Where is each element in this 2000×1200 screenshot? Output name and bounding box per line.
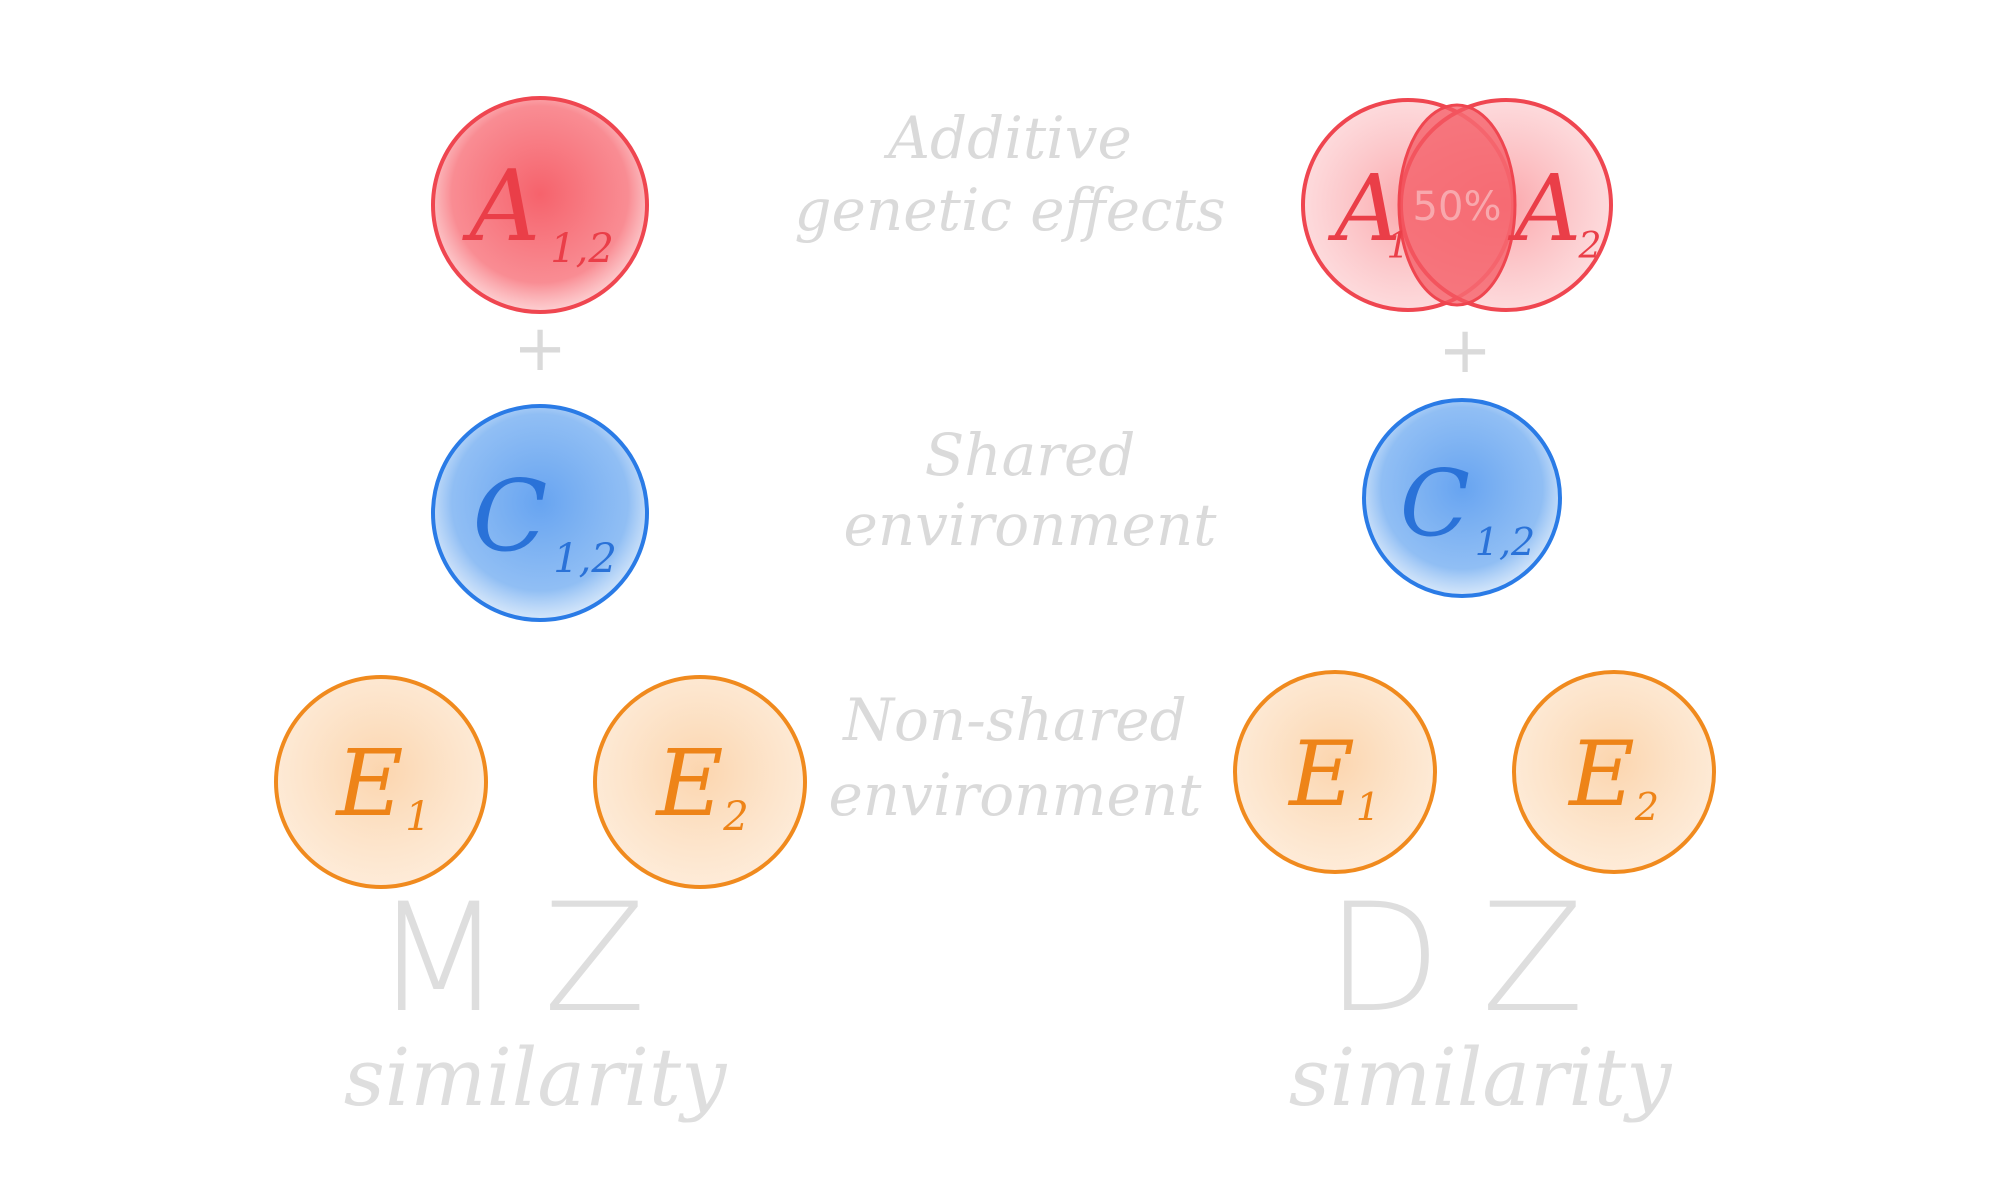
dz-e2-letter: E — [1567, 722, 1635, 827]
label-additive: Additive genetic effects — [794, 104, 1225, 244]
dz-subtitle: similarity — [1289, 1031, 1673, 1124]
dz-a2-letter: A — [1507, 155, 1581, 262]
mz-e1-sub: 1 — [405, 794, 430, 840]
label-shared-line1: Shared — [925, 421, 1136, 489]
dz-title: DZ — [1326, 872, 1624, 1046]
dz-e2-node: E 2 — [1512, 670, 1716, 874]
dz-c-letter: C — [1400, 450, 1470, 557]
dz-overlap-label: 50% — [1413, 184, 1502, 230]
dz-e1-letter: E — [1287, 722, 1355, 827]
dz-e1-node: E 1 — [1233, 670, 1437, 874]
mz-a-sub: 1,2 — [550, 226, 614, 272]
dz-a2-sub: 2 — [1578, 226, 1602, 267]
dz-c-node: C 1,2 — [1362, 398, 1562, 598]
label-shared-line2: environment — [844, 491, 1218, 559]
dz-e1-sub: 1 — [1356, 785, 1380, 829]
dz-e2-sub: 2 — [1634, 785, 1659, 829]
mz-e1-node: E 1 — [274, 675, 488, 889]
mz-plus-sign: + — [513, 312, 567, 386]
mz-c-node: C 1,2 — [431, 404, 649, 622]
mz-a-letter: A — [462, 150, 541, 264]
mz-e2-sub: 2 — [722, 794, 748, 840]
dz-a1-sub: 1 — [1387, 226, 1410, 267]
dz-c-sub: 1,2 — [1475, 520, 1535, 564]
mz-c-letter: C — [473, 460, 548, 574]
mz-e1-letter: E — [334, 730, 403, 837]
label-additive-line2: genetic effects — [794, 176, 1225, 244]
label-shared: Shared environment — [844, 421, 1218, 559]
mz-e2-node: E 2 — [593, 675, 807, 889]
mz-subtitle: similarity — [344, 1031, 728, 1124]
label-additive-line1: Additive — [883, 104, 1132, 172]
dz-a-venn: A 1 A 2 50% — [1301, 98, 1613, 312]
mz-a-node: A 1,2 — [431, 96, 649, 314]
label-nonshared: Non-shared environment — [829, 686, 1203, 829]
dz-plus-sign: + — [1438, 314, 1492, 388]
mz-c-sub: 1,2 — [553, 536, 617, 582]
mz-title: MZ — [374, 872, 686, 1046]
mz-e2-letter: E — [654, 730, 723, 837]
label-nonshared-line1: Non-shared — [841, 686, 1187, 754]
dz-a1-letter: A — [1327, 155, 1401, 262]
label-nonshared-line2: environment — [829, 761, 1203, 829]
